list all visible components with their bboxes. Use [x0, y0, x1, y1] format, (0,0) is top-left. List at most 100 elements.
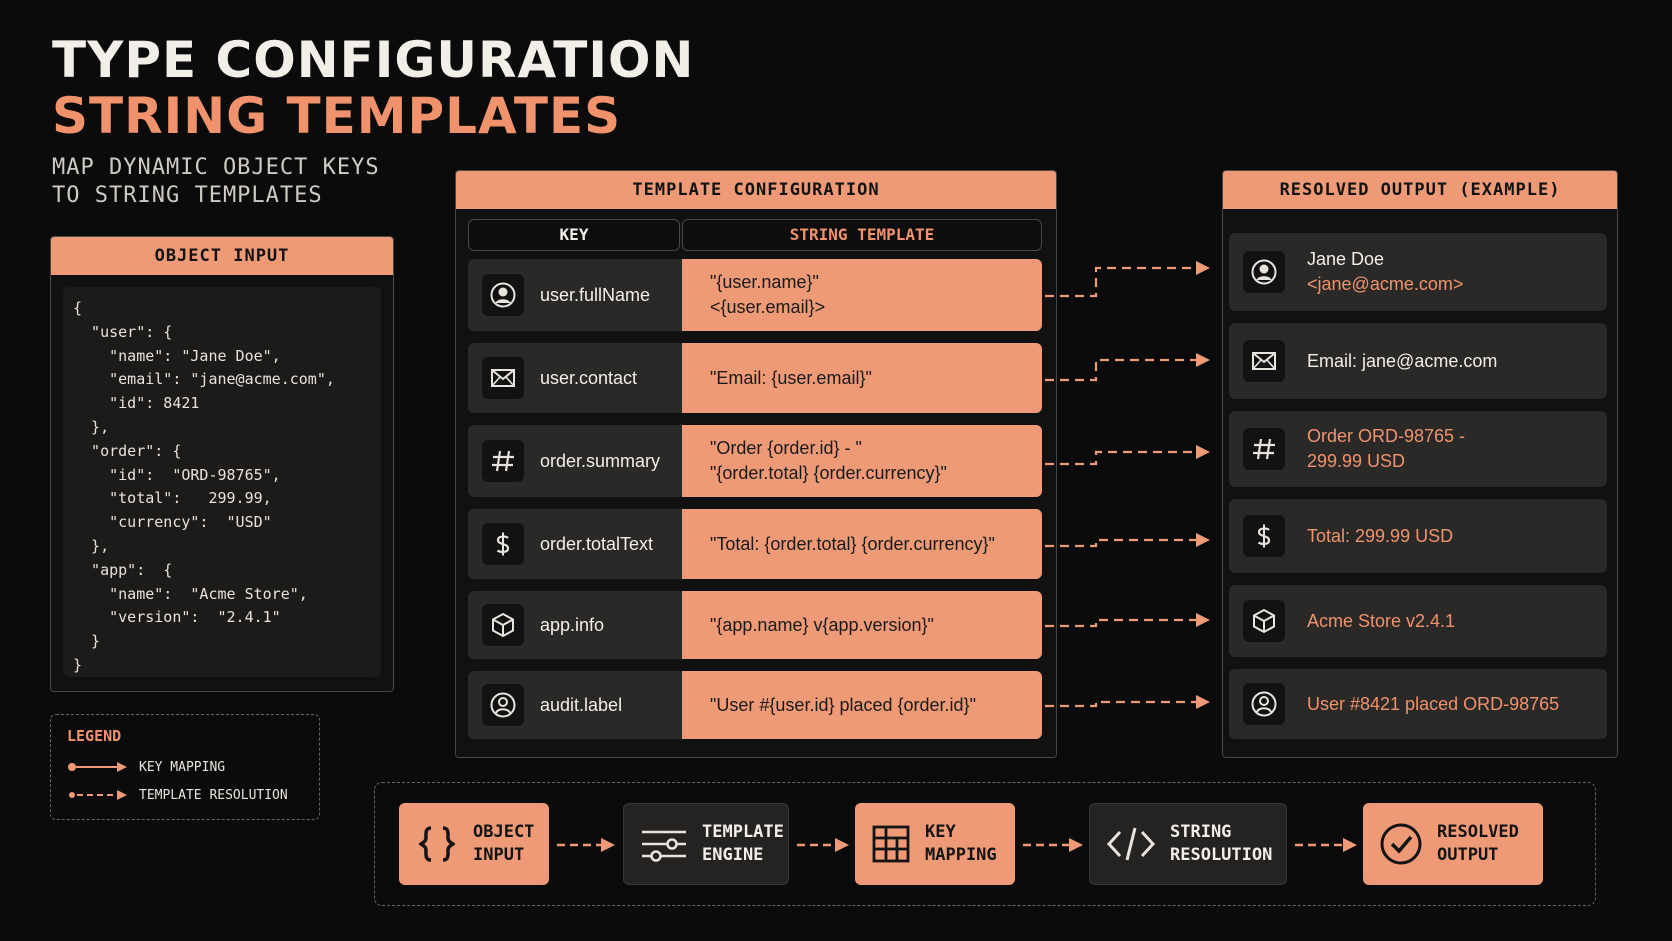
- code-line: "currency": "USD": [73, 513, 272, 532]
- template-row-app-info[interactable]: app.info "{app.name} v{app.version}": [468, 591, 1042, 659]
- output-line-1: Email: jane@acme.com: [1307, 350, 1498, 371]
- output-row-contact[interactable]: Email: jane@acme.com: [1229, 323, 1607, 399]
- pipeline-step-label: KEY MAPPING: [925, 821, 997, 867]
- pipeline-step-label: OBJECT INPUT: [473, 821, 534, 867]
- legend-template-resolution-label: TEMPLATE RESOLUTION: [139, 787, 288, 803]
- template-string-cell: "Order {order.id} - " "{order.total} {or…: [682, 425, 1042, 497]
- connector-1: [1045, 266, 1198, 298]
- template-key-label: order.summary: [540, 450, 661, 471]
- output-row-app-info[interactable]: Acme Store v2.4.1: [1229, 585, 1607, 657]
- page-subtitle: MAP DYNAMIC OBJECT KEYS TO STRING TEMPLA…: [52, 154, 380, 210]
- output-text: Total: 299.99 USD: [1307, 524, 1453, 549]
- subtitle-line-1: MAP DYNAMIC OBJECT KEYS: [52, 155, 380, 180]
- pipeline-step-label: RESOLVED OUTPUT: [1437, 821, 1519, 867]
- output-row-fullname[interactable]: Jane Doe <jane@acme.com>: [1229, 233, 1607, 311]
- code-line: {: [73, 299, 83, 317]
- pipeline-step-label: STRING RESOLUTION: [1170, 821, 1272, 867]
- template-string-line-1: "{app.name} v{app.version}": [710, 614, 934, 635]
- code-line: }: [73, 632, 101, 651]
- dollar-icon: [1243, 515, 1285, 557]
- grid-icon: [871, 824, 911, 864]
- pipeline-step-line-1: OBJECT: [473, 822, 535, 842]
- template-string-line-1: "{user.name}": [710, 272, 819, 292]
- template-key-cell: user.fullName: [468, 259, 682, 331]
- hash-icon: [482, 440, 524, 482]
- pipeline-flow: OBJECT INPUT TEMPLATE ENGINE KEY MAPPING…: [374, 782, 1596, 906]
- user-icon: [482, 274, 524, 316]
- pipeline-step-line-2: INPUT: [473, 845, 525, 865]
- mail-icon: [1243, 340, 1285, 382]
- template-row-user-contact[interactable]: user.contact "Email: {user.email}": [468, 343, 1042, 413]
- output-line-1: User #8421 placed ORD-98765: [1307, 693, 1560, 714]
- template-row-user-fullname[interactable]: user.fullName "{user.name}" <{user.email…: [468, 259, 1042, 331]
- legend: LEGEND KEY MAPPING TEMPLATE RESOLUTION: [50, 714, 320, 820]
- legend-template-resolution: TEMPLATE RESOLUTION: [67, 785, 288, 805]
- pipeline-arrowhead: [1069, 838, 1083, 852]
- resolved-output-title: RESOLVED OUTPUT (EXAMPLE): [1223, 171, 1617, 209]
- template-string-line-1: "Total: {order.total} {order.currency}": [710, 533, 995, 554]
- output-line-2: 299.99 USD: [1307, 451, 1406, 471]
- code-line: },: [73, 536, 110, 555]
- pipeline-step-line-2: OUTPUT: [1437, 845, 1499, 865]
- pipeline-step-line-1: TEMPLATE: [702, 822, 784, 842]
- code-line: "email": "jane@acme.com",: [73, 370, 335, 389]
- template-string-cell: "User #{user.id} placed {order.id}": [682, 671, 1042, 739]
- pipeline-step-string-resolution[interactable]: STRING RESOLUTION: [1089, 803, 1287, 885]
- box-icon: [1243, 600, 1285, 642]
- code-icon: [1106, 824, 1156, 864]
- code-block: { "user": { "name": "Jane Doe", "email":…: [63, 287, 381, 677]
- connector-arrowhead: [1196, 613, 1210, 627]
- pipeline-step-resolved-output[interactable]: RESOLVED OUTPUT: [1363, 803, 1543, 885]
- output-line-1: Jane Doe: [1307, 249, 1385, 269]
- output-line-1: Order ORD-98765 -: [1307, 426, 1466, 446]
- template-string-cell: "{user.name}" <{user.email}>: [682, 259, 1042, 331]
- template-key-label: order.totalText: [540, 533, 654, 554]
- connector-3: [1045, 450, 1198, 466]
- user-icon: [1243, 683, 1285, 725]
- output-line-1: Total: 299.99 USD: [1307, 525, 1454, 546]
- connector-arrowhead: [1196, 353, 1210, 367]
- template-key-label: user.fullName: [540, 284, 651, 305]
- sliders-icon: [640, 822, 688, 866]
- pipeline-step-key-mapping[interactable]: KEY MAPPING: [855, 803, 1015, 885]
- dashed-arrow-icon: [69, 790, 127, 800]
- pipeline-arrowhead: [601, 838, 615, 852]
- code-line: "id": 8421: [73, 394, 200, 413]
- template-string-cell: "Total: {order.total} {order.currency}": [682, 509, 1042, 579]
- object-input-title: OBJECT INPUT: [51, 237, 393, 275]
- legend-key-mapping: KEY MAPPING: [67, 757, 225, 777]
- hash-icon: [1243, 428, 1285, 470]
- template-key-label: user.contact: [540, 367, 638, 388]
- pipeline-step-label: TEMPLATE ENGINE: [702, 821, 784, 867]
- pipeline-step-line-1: KEY: [925, 822, 956, 842]
- column-header-string-template: STRING TEMPLATE: [682, 219, 1042, 251]
- template-string-cell: "{app.name} v{app.version}": [682, 591, 1042, 659]
- pipeline-step-template-engine[interactable]: TEMPLATE ENGINE: [623, 803, 789, 885]
- code-line: "app": {: [73, 560, 173, 579]
- template-configuration-panel: TEMPLATE CONFIGURATION KEY STRING TEMPLA…: [455, 170, 1057, 758]
- code-line: "user": {: [73, 322, 173, 341]
- dollar-icon: [482, 523, 524, 565]
- template-row-order-totaltext[interactable]: order.totalText "Total: {order.total} {o…: [468, 509, 1042, 579]
- pipeline-arrowhead: [1343, 838, 1357, 852]
- connector-arrowhead: [1196, 261, 1210, 275]
- template-key-label: app.info: [540, 614, 605, 635]
- connector-2: [1045, 358, 1198, 382]
- page-title-line-2: STRING TEMPLATES: [52, 87, 622, 145]
- output-text: Order ORD-98765 - 299.99 USD: [1307, 424, 1465, 474]
- template-configuration-title: TEMPLATE CONFIGURATION: [456, 171, 1056, 209]
- pipeline-step-line-2: MAPPING: [925, 845, 997, 865]
- output-row-summary[interactable]: Order ORD-98765 - 299.99 USD: [1229, 411, 1607, 487]
- check-circle-icon: [1379, 822, 1423, 866]
- template-row-order-summary[interactable]: order.summary "Order {order.id} - " "{or…: [468, 425, 1042, 497]
- code-line: "id": "ORD-98765",: [73, 465, 281, 484]
- output-line-2: <jane@acme.com>: [1307, 274, 1464, 294]
- template-row-audit-label[interactable]: audit.label "User #{user.id} placed {ord…: [468, 671, 1042, 739]
- output-row-totaltext[interactable]: Total: 299.99 USD: [1229, 499, 1607, 573]
- pipeline-step-object-input[interactable]: OBJECT INPUT: [399, 803, 549, 885]
- template-key-label: audit.label: [540, 694, 623, 715]
- template-key-cell: user.contact: [468, 343, 682, 413]
- output-text: Email: jane@acme.com: [1307, 349, 1497, 374]
- output-row-audit-label[interactable]: User #8421 placed ORD-98765: [1229, 669, 1607, 739]
- connector-6: [1045, 700, 1198, 708]
